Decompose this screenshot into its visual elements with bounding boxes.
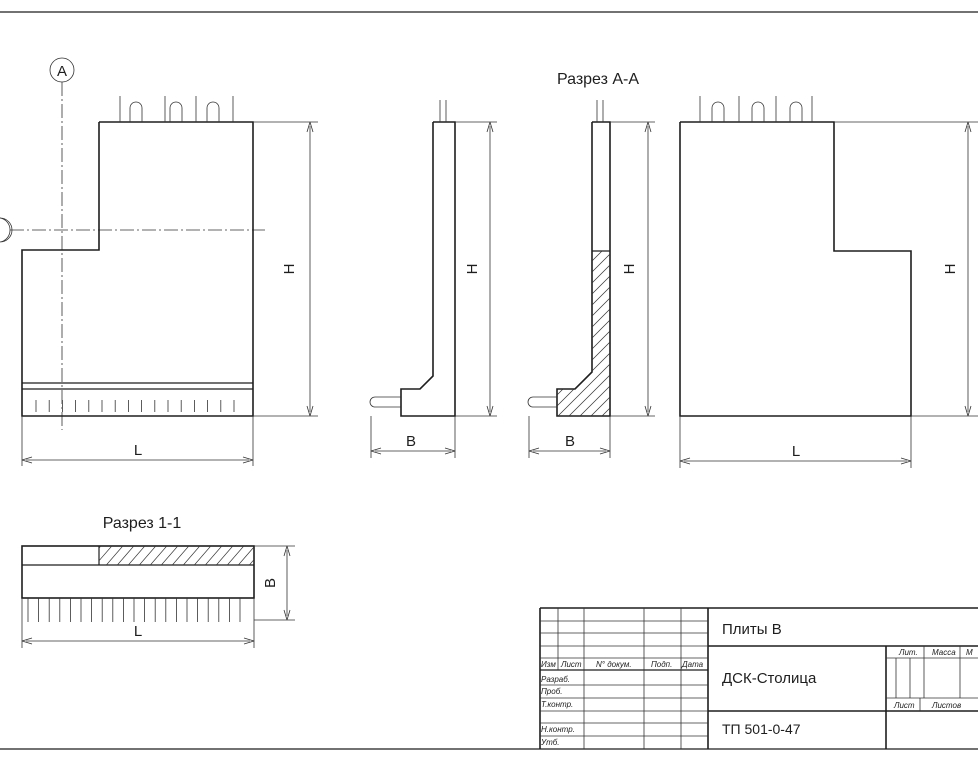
title-block: Плиты В ДСК-Столица ТП 501-0-47 Изм Лист… (539, 607, 978, 749)
section-aa-view: Разрез А-А Н В (527, 71, 655, 458)
section-11-hatching (99, 546, 254, 565)
dim-h-label-aa: Н (621, 264, 638, 275)
section-aa-hatching (557, 251, 610, 416)
dim-h-label-rear: Н (942, 264, 959, 275)
dim-b-label-side: В (406, 433, 416, 450)
side-outline (400, 121, 456, 417)
sheets-label: Листов (931, 701, 961, 710)
section-11-outline (21, 545, 255, 599)
role-approved: Утб. (540, 738, 560, 747)
mass-label: Масса (932, 648, 956, 657)
header-doc-no: N° докум. (596, 660, 632, 669)
role-checked: Проб. (541, 687, 562, 696)
rear-view: Н L (679, 96, 978, 468)
section-aa-outline (556, 121, 611, 417)
section-11-view: Разрез 1-1 В L (21, 515, 295, 648)
dim-b-label-aa: В (565, 433, 575, 450)
side-view: Н В (369, 100, 497, 458)
header-sign: Подп. (651, 660, 672, 669)
sheet-label: Лист (893, 701, 915, 710)
dim-l-label-11: L (134, 623, 142, 640)
header-date: Дата (681, 660, 704, 669)
rebar-ticks (35, 400, 235, 412)
lifting-loops (119, 96, 234, 122)
header-izm: Изм (541, 660, 556, 669)
document-code: ТП 501-0-47 (722, 721, 801, 737)
role-norm-control: Н.контр. (541, 725, 575, 734)
dim-l-label: L (134, 442, 142, 459)
panel-outline (21, 121, 254, 417)
scale-label: М (966, 648, 973, 657)
stage-label: Лит. (898, 648, 918, 657)
role-tech-control: Т.контр. (541, 700, 573, 709)
front-view: А Н L (0, 57, 318, 466)
product-name: Плиты В (722, 621, 782, 638)
header-list: Лист (560, 660, 582, 669)
section-11-rebar-ticks (27, 598, 241, 622)
role-developed: Разраб. (541, 675, 570, 684)
dim-l-label-rear: L (792, 443, 800, 460)
rear-outline (679, 121, 912, 417)
organization-name: ДСК-Столица (722, 670, 817, 687)
section-aa-title: Разрез А-А (557, 71, 639, 88)
section-11-title: Разрез 1-1 (103, 515, 182, 532)
dim-b-label-11: В (262, 578, 279, 588)
dim-h-label-side: Н (464, 264, 481, 275)
dim-h-label: Н (281, 264, 298, 275)
section-marker-a: А (57, 63, 67, 80)
